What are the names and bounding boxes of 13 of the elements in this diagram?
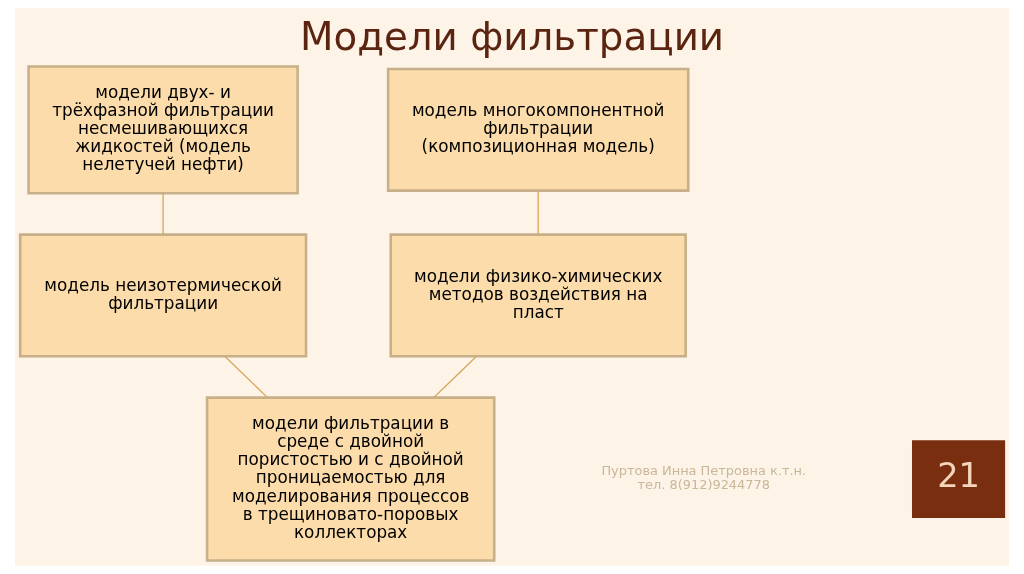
node-box: модель неизотермической фильтрации xyxy=(18,233,308,358)
node-box: модели фильтрации в среде с двойной пористостью и с двойной проницаемостью для моделирования процессов в трещиновато-поровых коллекторах xyxy=(205,396,496,562)
diagram-title: Модели фильтрации xyxy=(299,13,725,59)
node-box: модель многокомпонентной фильтрации (композиционная модель) xyxy=(386,67,690,192)
connector xyxy=(537,190,539,235)
label: 21 xyxy=(937,456,980,496)
node-box: модели физико-химических методов воздействия на пласт xyxy=(389,233,687,358)
connector xyxy=(433,355,477,398)
label: тел. 8(912)9244778 xyxy=(637,477,770,493)
connector xyxy=(224,355,268,398)
connector xyxy=(162,193,164,235)
node-box: модели двух- и трёхфазной фильтрации несмешивающихся жидкостей (модель нелетучей нефти) xyxy=(27,65,299,195)
label: Пуртова Инна Петровна к.т.н. xyxy=(601,463,807,479)
